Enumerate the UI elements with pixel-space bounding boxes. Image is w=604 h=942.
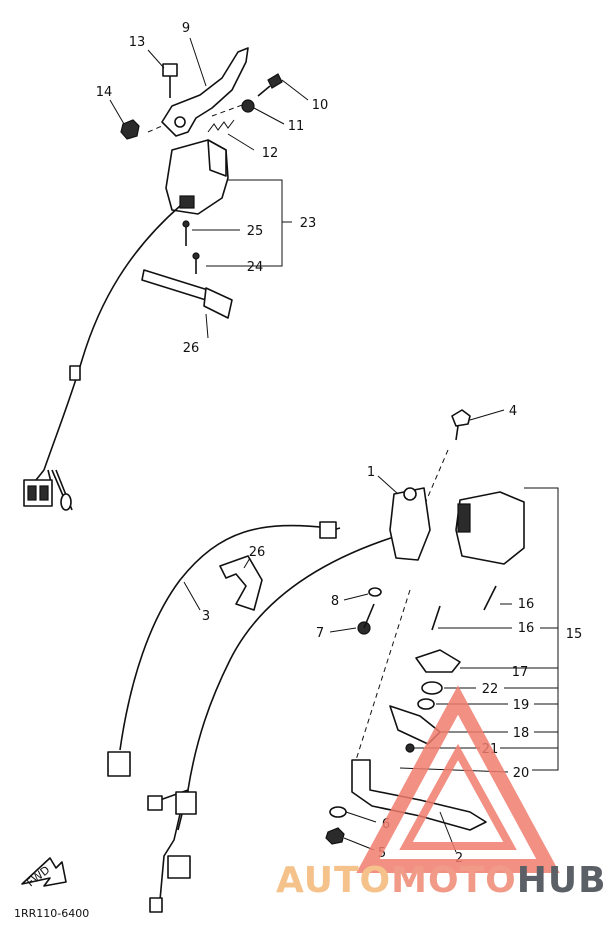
- callout-16-a: 16: [518, 597, 535, 612]
- callout-14: 14: [96, 85, 113, 100]
- callout-13: 13: [129, 35, 146, 50]
- callout-12: 12: [262, 146, 279, 161]
- throttle-cables: [107, 521, 401, 913]
- callout-16-b: 16: [518, 621, 535, 636]
- callout-11: 11: [288, 119, 305, 134]
- callout-9: 9: [182, 21, 190, 36]
- watermark-logo: AUTOMOTOHUB: [276, 685, 604, 901]
- callout-23: 23: [300, 216, 317, 231]
- left-switch-housing: [23, 139, 233, 511]
- clutch-lever-assembly: [120, 47, 283, 140]
- callout-1: 1: [367, 465, 375, 480]
- callout-25: 25: [247, 224, 264, 239]
- callout-3: 3: [202, 609, 210, 624]
- callout-10: 10: [312, 98, 329, 113]
- callout-17: 17: [512, 665, 529, 680]
- diagram-code: 1RR110-6400: [14, 907, 89, 920]
- throttle-housing: [325, 409, 525, 845]
- callout-15: 15: [566, 627, 583, 642]
- callout-2: 2: [455, 851, 463, 866]
- fwd-arrow: FWD: [21, 857, 67, 889]
- callout-labels: 9 13 14 10 11 12 23 25 24 26 4 1 26 3 8 …: [96, 21, 583, 866]
- callout-24: 24: [247, 260, 264, 275]
- callout-22: 22: [482, 682, 499, 697]
- callout-18: 18: [513, 726, 530, 741]
- callout-19: 19: [513, 698, 530, 713]
- callout-20: 20: [513, 766, 530, 781]
- callout-26-upper: 26: [183, 341, 200, 356]
- watermark-triangle-icon: [356, 685, 560, 873]
- callout-26-lower: 26: [249, 545, 266, 560]
- callout-4: 4: [509, 404, 517, 419]
- callout-7: 7: [316, 626, 324, 641]
- watermark-text: AUTOMOTOHUB: [276, 860, 604, 901]
- callout-8: 8: [331, 594, 339, 609]
